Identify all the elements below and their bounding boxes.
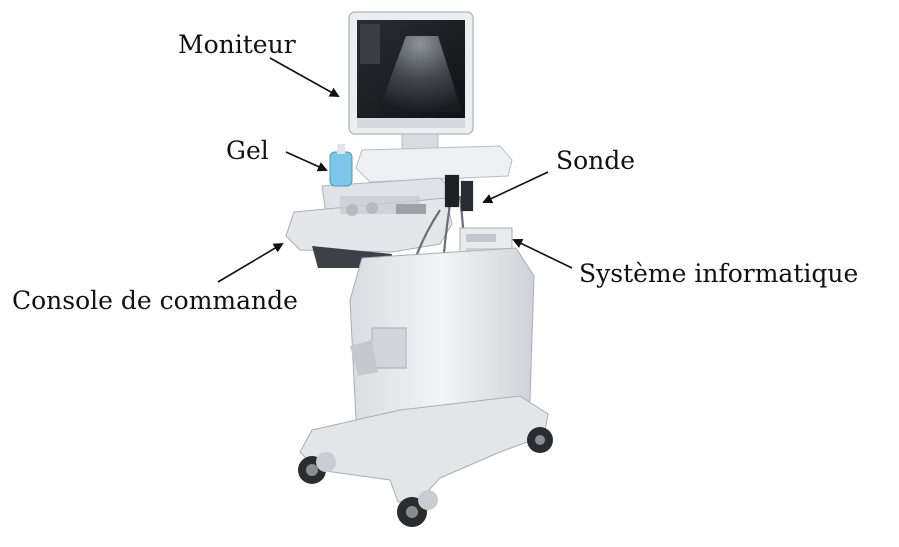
label-gel: Gel xyxy=(226,138,269,163)
arrow-moniteur xyxy=(270,58,338,96)
cart-base xyxy=(298,396,553,527)
label-console-de-commande: Console de commande xyxy=(12,288,298,313)
arrow-console xyxy=(218,244,282,282)
arrow-gel xyxy=(286,152,326,170)
label-systeme-informatique: Système informatique xyxy=(579,261,858,286)
label-sonde: Sonde xyxy=(556,148,635,173)
gel-bottle xyxy=(330,144,352,186)
monitor xyxy=(349,12,473,150)
label-moniteur: Moniteur xyxy=(178,32,296,57)
